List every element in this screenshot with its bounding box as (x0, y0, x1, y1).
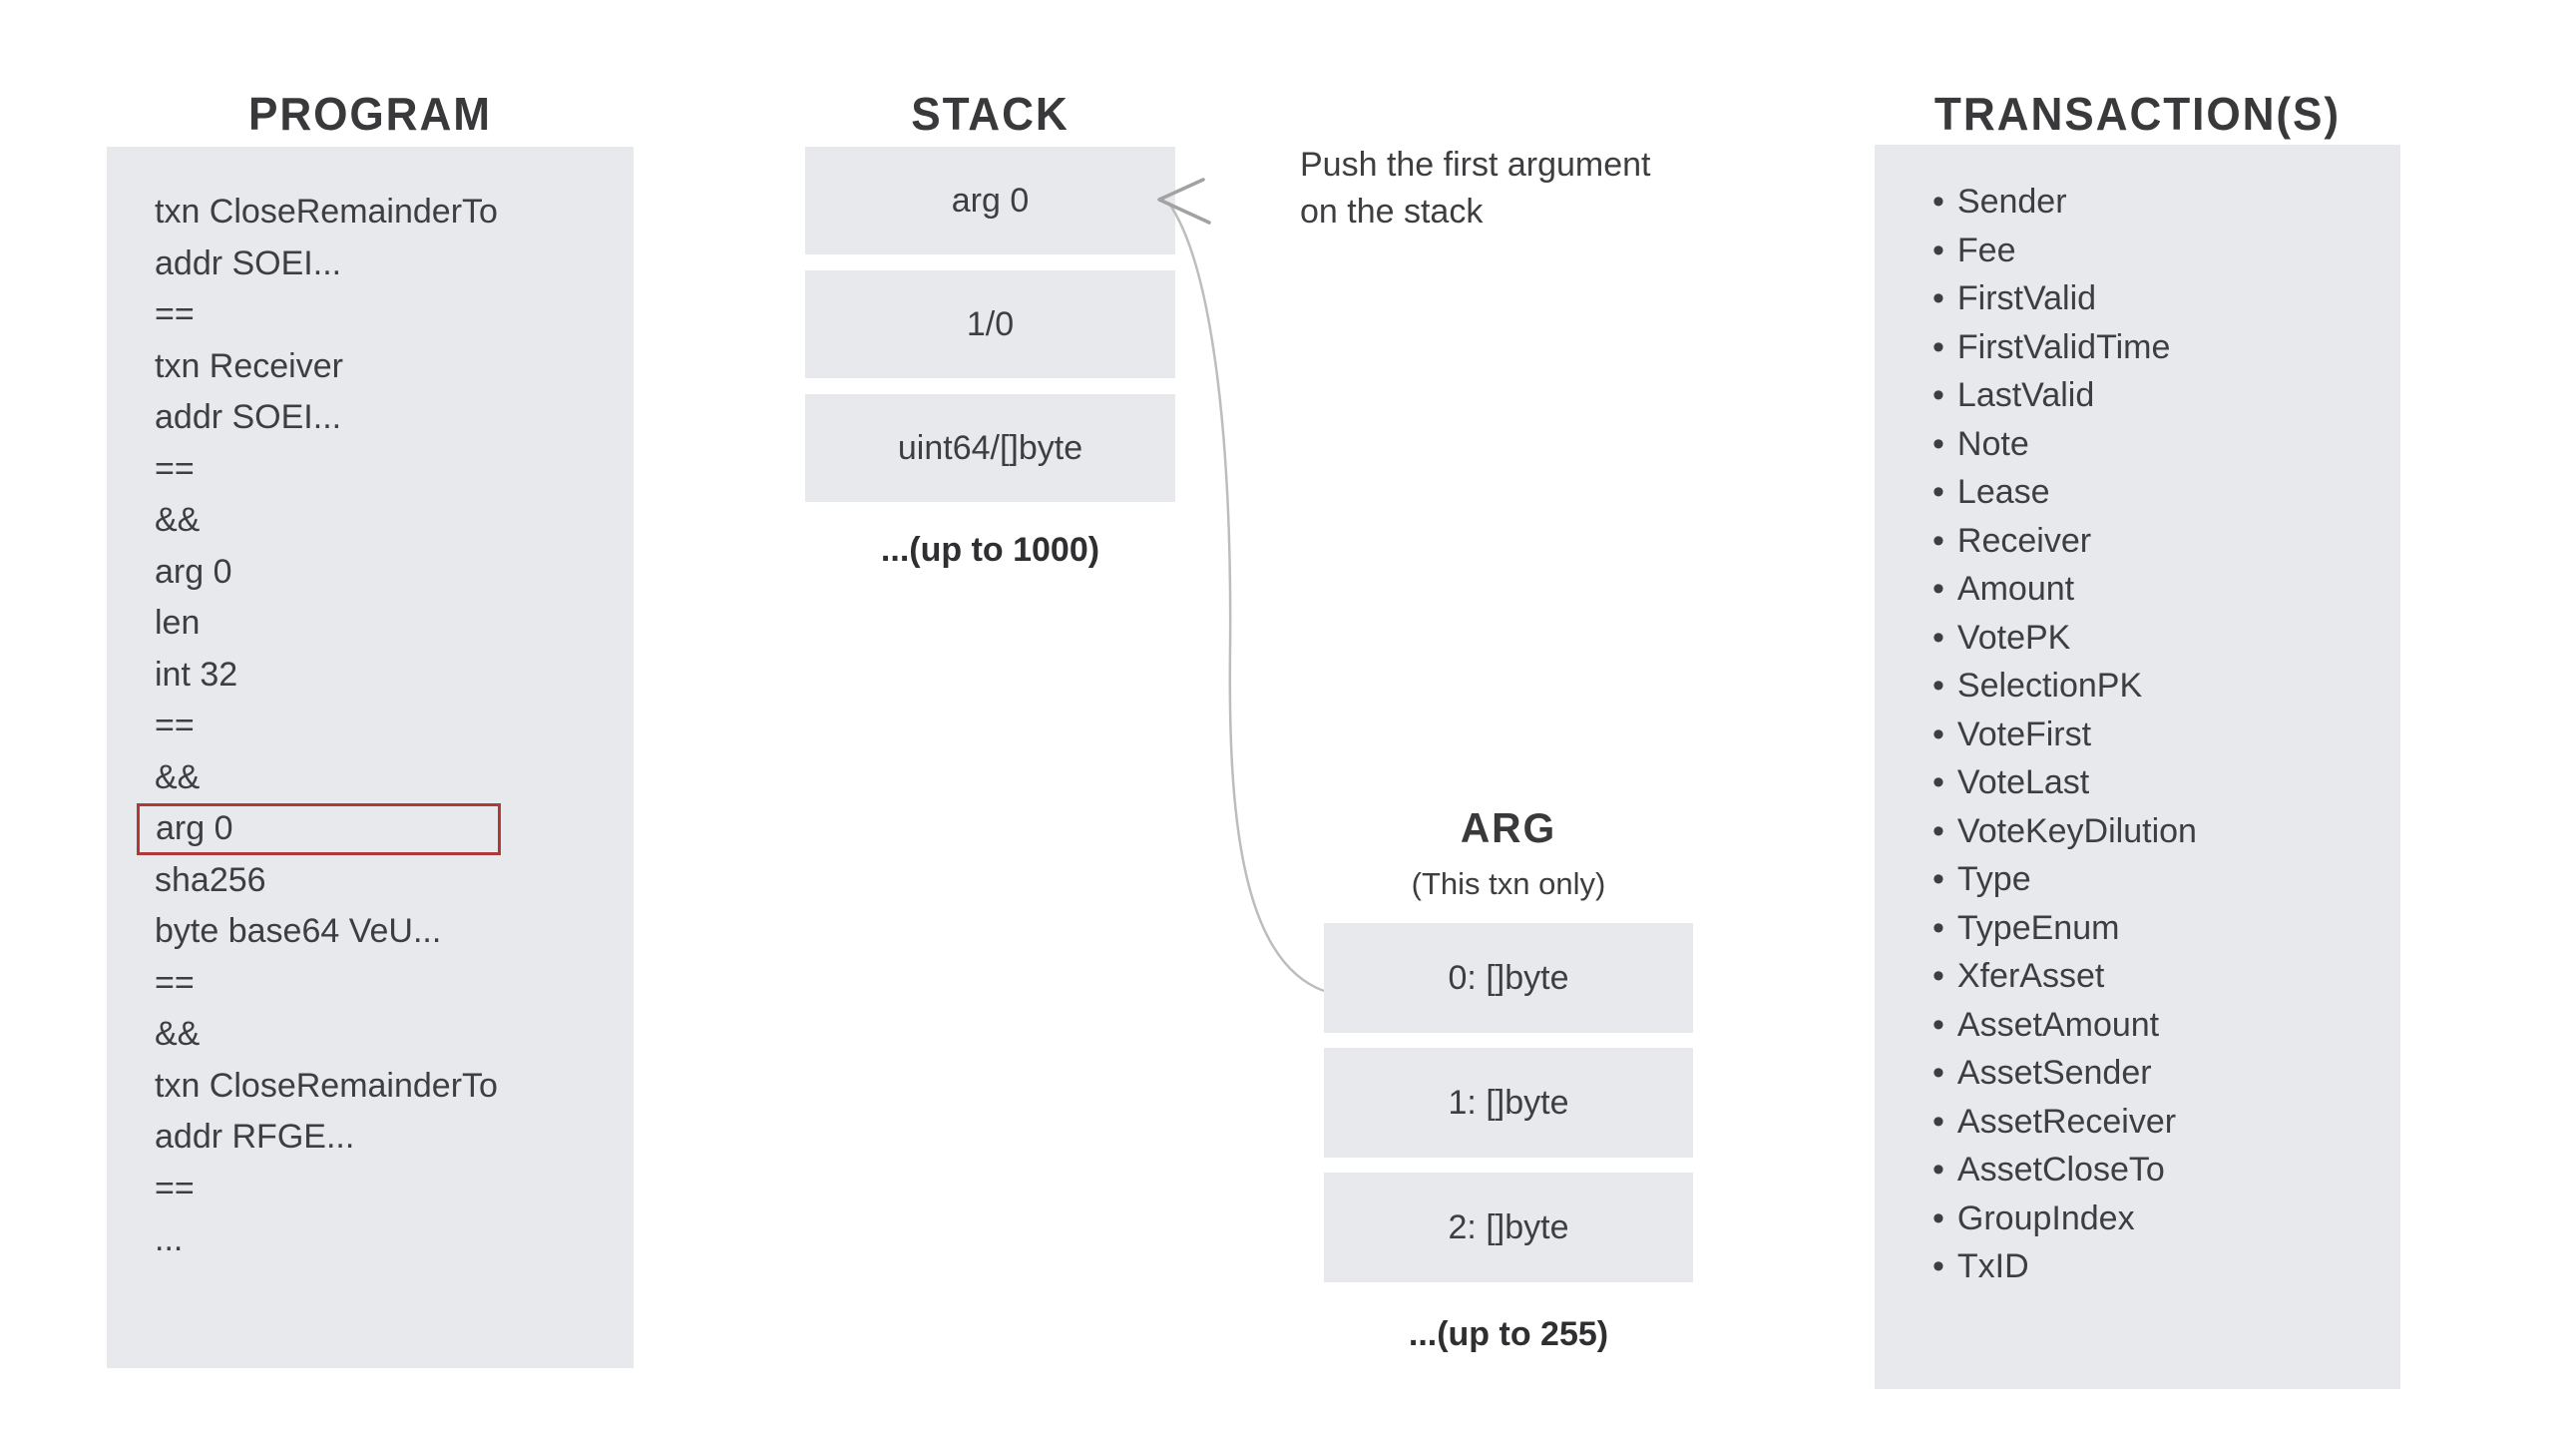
transaction-field: AssetSender (1875, 1049, 2400, 1098)
program-line: && (155, 501, 201, 539)
program-line: addr SOEI... (155, 398, 342, 436)
transaction-field: GroupIndex (1875, 1194, 2400, 1243)
transaction-field: XferAsset (1875, 952, 2400, 1001)
program-line: == (155, 295, 195, 333)
program-title: PROGRAM (247, 88, 493, 140)
transaction-field: SelectionPK (1875, 662, 2400, 711)
arg-subtitle: (This txn only) (1411, 866, 1606, 901)
stack-more-label: ...(up to 1000) (880, 531, 1100, 569)
program-panel (107, 147, 634, 1368)
program-line: txn CloseRemainderTo (155, 193, 498, 231)
program-line: == (155, 707, 195, 744)
program-line: txn Receiver (155, 346, 343, 385)
transaction-field: FirstValidTime (1875, 323, 2400, 372)
program-code-list: txn CloseRemainderTo addr SOEI... == txn… (137, 187, 614, 1266)
transaction-field: VoteFirst (1875, 711, 2400, 759)
transaction-field: VotePK (1875, 614, 2400, 663)
program-line: int 32 (155, 655, 238, 694)
stack-title: STACK (911, 88, 1070, 140)
push-annotation-line: Push the first argument (1300, 146, 1651, 184)
program-line: sha256 (155, 860, 266, 899)
transactions-title: TRANSACTION(S) (1933, 88, 2342, 140)
transaction-field: AssetAmount (1875, 1001, 2400, 1050)
transaction-field: Amount (1875, 565, 2400, 614)
program-line: addr RFGE... (155, 1118, 355, 1156)
push-annotation-line: on the stack (1300, 193, 1484, 231)
push-annotation: Push the first argument on the stack (1300, 142, 1759, 236)
transaction-field: Receiver (1875, 517, 2400, 566)
program-line: len (155, 604, 201, 642)
transaction-field: Lease (1875, 468, 2400, 517)
transaction-field: Note (1875, 420, 2400, 469)
program-line: addr SOEI... (155, 243, 342, 282)
transaction-field: LastValid (1875, 371, 2400, 420)
transaction-field: TypeEnum (1875, 904, 2400, 953)
transactions-field-list: Sender Fee FirstValid FirstValidTime Las… (1875, 178, 2400, 1291)
transaction-field: VoteKeyDilution (1875, 807, 2400, 856)
transaction-field: Type (1875, 855, 2400, 904)
transaction-field: AssetCloseTo (1875, 1146, 2400, 1194)
arg-more-label: ...(up to 255) (1408, 1315, 1609, 1353)
arg-box: 1: []byte (1324, 1048, 1693, 1158)
transaction-field: Fee (1875, 227, 2400, 275)
stack-box: uint64/[]byte (805, 394, 1175, 502)
program-line-highlighted: arg 0 (137, 803, 501, 855)
program-line: == (155, 1169, 195, 1207)
transaction-field: VoteLast (1875, 758, 2400, 807)
arg-title: ARG (1460, 804, 1557, 851)
program-line: && (155, 1015, 201, 1053)
program-line: txn CloseRemainderTo (155, 1066, 498, 1105)
program-line: byte base64 VeU... (155, 912, 442, 950)
program-line: && (155, 757, 201, 796)
program-line: == (155, 963, 195, 1002)
program-line: == (155, 449, 195, 488)
stack-box: arg 0 (805, 147, 1175, 254)
transaction-field: FirstValid (1875, 274, 2400, 323)
transaction-field: Sender (1875, 178, 2400, 227)
stack-box: 1/0 (805, 270, 1175, 378)
program-line: ... (155, 1220, 184, 1258)
program-line: arg 0 (155, 552, 232, 591)
arg-box: 0: []byte (1324, 923, 1693, 1033)
transaction-field: AssetReceiver (1875, 1098, 2400, 1147)
transaction-field: TxID (1875, 1242, 2400, 1291)
arg-box: 2: []byte (1324, 1173, 1693, 1282)
